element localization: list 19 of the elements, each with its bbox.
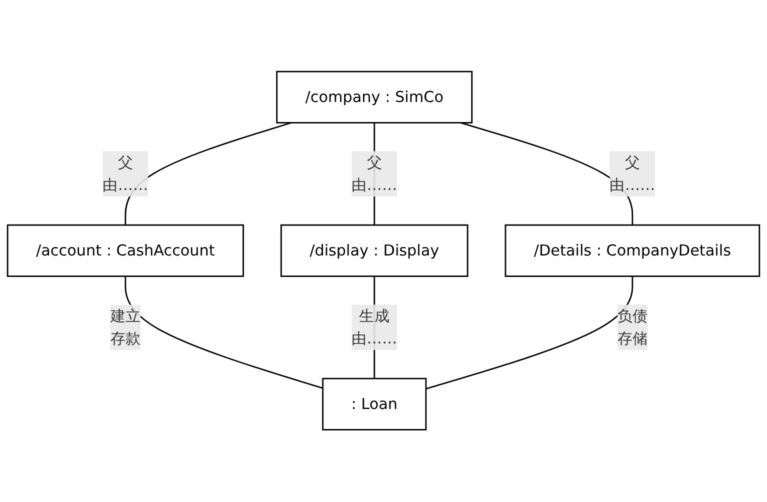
label: 由……: [610, 176, 656, 194]
connector: [426, 276, 634, 390]
label: 父: [118, 153, 134, 172]
label: 由……: [352, 330, 398, 348]
label: 存款: [110, 330, 141, 348]
connector: [124, 276, 324, 390]
label: 父: [624, 153, 640, 172]
label: 存储: [617, 330, 648, 348]
label: 由……: [352, 176, 398, 194]
label: 建立: [110, 306, 141, 325]
label: 由……: [102, 176, 148, 194]
node-box: /account : CashAccount: [6, 224, 244, 278]
node-box: /company : SimCo: [276, 71, 473, 124]
label: 生成: [359, 306, 390, 325]
node-box: /display : Display: [280, 224, 468, 278]
node-box: : Loan: [322, 378, 427, 431]
node-box: /Details : CompanyDetails: [504, 224, 760, 278]
label: 父: [366, 153, 382, 172]
label: 负债: [617, 306, 648, 325]
